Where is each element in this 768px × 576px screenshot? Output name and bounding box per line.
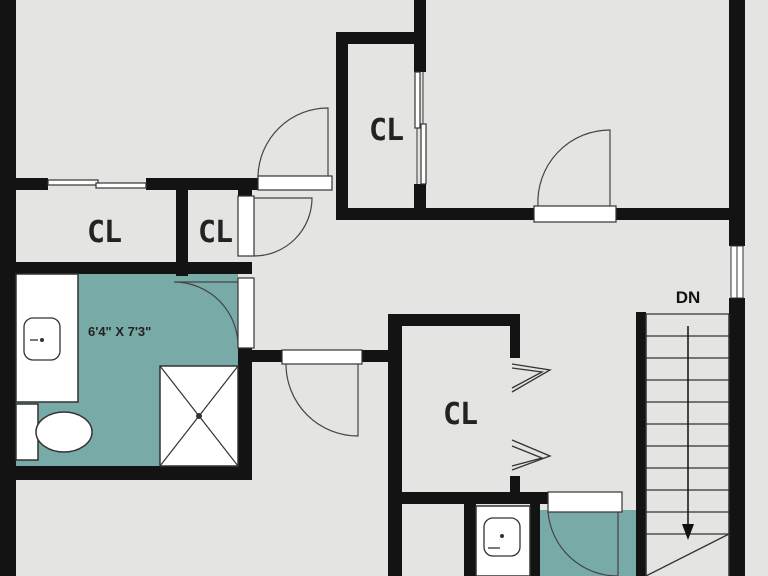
toilet-bowl	[35, 411, 93, 453]
closet-label-top-center: CL	[369, 113, 403, 148]
center-closet-bottom-wall	[388, 492, 548, 504]
top-closet-door-leaf-a	[414, 71, 421, 129]
hall-wall-right	[362, 350, 392, 362]
door-swing-half-bath	[547, 511, 618, 576]
vanity	[15, 273, 79, 403]
door-leaf-small-closet	[237, 195, 255, 257]
sink-bowl	[23, 317, 61, 361]
half-bath-fixtures	[475, 505, 531, 576]
door-swing-bathroom-side	[173, 281, 239, 349]
door-leaf-half-bath	[547, 491, 623, 513]
outer-right-wall-lower	[729, 298, 745, 576]
bathroom-bottom-wall	[0, 466, 252, 480]
bathroom-right-wall-lower	[238, 348, 252, 480]
bifold-lower	[511, 439, 552, 471]
door-hall-bottom	[281, 349, 363, 437]
half-bath-sink-bowl	[483, 517, 521, 557]
shower-drain	[196, 413, 202, 419]
closet-label-center: CL	[443, 397, 477, 432]
top-closet-doors	[414, 71, 427, 185]
top-closet-top-wall	[336, 32, 418, 44]
bathroom-top-wall	[0, 262, 252, 274]
door-leaf-bathroom-side	[237, 277, 255, 349]
center-closet-right-wall-bottom	[510, 476, 520, 496]
left-bedroom-bottom-wall-mid	[146, 178, 258, 190]
outer-right-wall	[729, 0, 745, 246]
center-closet-right-wall-top	[510, 314, 520, 358]
half-bath-divider-wall	[530, 496, 540, 576]
door-swing-right-bedroom	[537, 129, 611, 207]
toilet-tank	[15, 403, 39, 461]
top-room-divider-wall	[414, 0, 426, 72]
top-closet-bottom-wall	[336, 208, 418, 220]
closet-label-left-wide: CL	[87, 215, 121, 250]
left-bedroom-bottom-wall	[0, 178, 48, 190]
hall-wall-left	[252, 350, 282, 362]
stair-left-wall	[636, 312, 646, 496]
bathroom-fixtures	[15, 273, 239, 467]
closet-divider-wall	[176, 178, 188, 276]
sliding-panel-b	[95, 182, 147, 189]
bedroom-bottom-wall-right	[614, 208, 744, 220]
bathroom-dimension-label: 6'4" X 7'3"	[88, 324, 151, 339]
stair-landing-diagonal	[645, 533, 730, 576]
stair-direction-arrow	[682, 524, 694, 540]
door-leaf-top-left	[257, 175, 333, 191]
door-leaf-right-bedroom	[533, 205, 617, 223]
half-bath-vanity	[475, 505, 531, 576]
staircase	[645, 313, 730, 576]
door-swing-small-closet	[253, 197, 313, 257]
sliding-panel-a	[47, 179, 99, 186]
half-bath-right-wall	[636, 496, 646, 576]
sink-drain	[40, 338, 44, 342]
bifold-upper-inner	[511, 367, 545, 389]
center-closet-left-wall	[388, 314, 402, 576]
center-closet-bifold	[511, 363, 552, 471]
bifold-upper	[511, 363, 552, 393]
bedroom-bottom-wall-left	[414, 208, 536, 220]
door-half-bath	[547, 491, 623, 576]
closet-label-left-small: CL	[198, 215, 232, 250]
outer-left-wall	[0, 0, 16, 576]
sliding-door-wide-closet	[47, 179, 147, 189]
door-right-bedroom	[533, 129, 617, 223]
half-bath-floor	[538, 510, 638, 576]
half-bath-sink-drain	[500, 534, 504, 538]
half-bath-left-wall	[464, 504, 476, 576]
stair-direction-label: DN	[676, 288, 701, 307]
center-closet-top-wall	[388, 314, 520, 326]
bifold-lower-inner	[511, 445, 545, 467]
top-closet-left-wall	[336, 32, 348, 220]
top-closet-door-leaf-b	[420, 123, 427, 185]
door-swing-top-left	[257, 107, 329, 177]
door-bathroom-side	[173, 277, 255, 349]
walls	[0, 0, 745, 576]
door-small-closet	[237, 195, 313, 257]
door-swing-hall-bottom	[285, 363, 359, 437]
door-leaf-hall-bottom	[281, 349, 363, 365]
door-top-left-bedroom	[257, 107, 333, 191]
